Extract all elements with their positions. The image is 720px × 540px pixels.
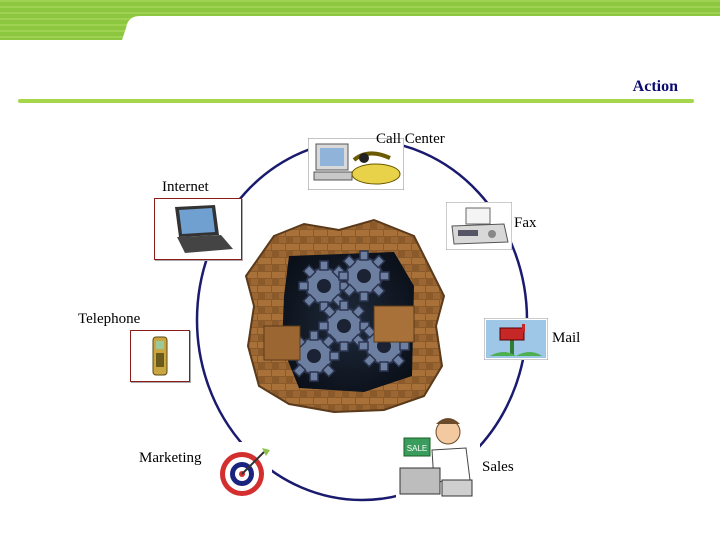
fax-label: Fax <box>514 215 537 232</box>
laptop-icon <box>154 198 242 260</box>
salesman-icon: SALE <box>396 410 480 502</box>
telephone-label: Telephone <box>78 311 140 328</box>
marketing-label: Marketing <box>139 450 201 467</box>
fax-icon <box>446 202 512 250</box>
mail-label: Mail <box>552 330 580 347</box>
target-icon <box>218 442 272 498</box>
mobile-phone-icon <box>130 330 190 382</box>
internet-label: Internet <box>162 179 209 196</box>
gears-wall-icon <box>244 216 450 416</box>
call-center-label: Call Center <box>376 131 445 148</box>
sales-label: Sales <box>482 459 514 476</box>
mailbox-icon <box>484 318 548 360</box>
sale-sign: SALE <box>407 444 427 453</box>
